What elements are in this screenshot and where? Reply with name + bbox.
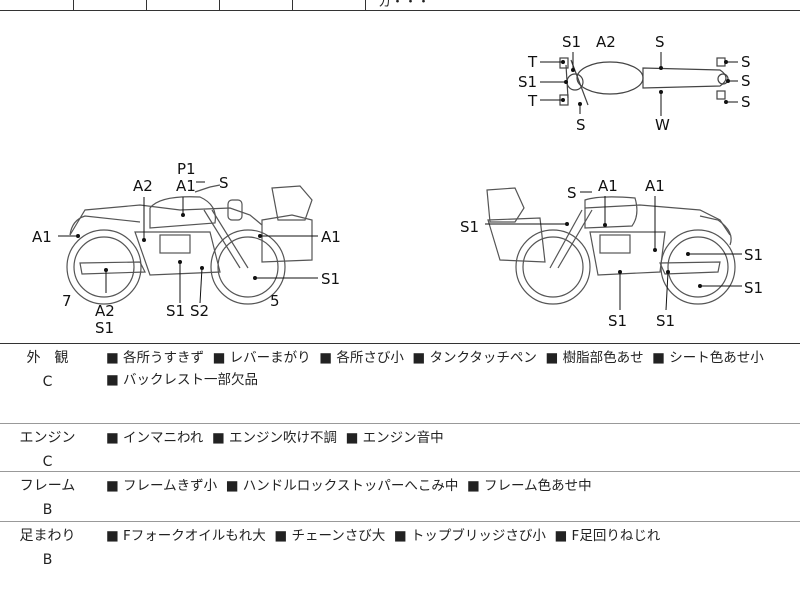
condition-notes: ■ インマニわれ ■ エンジン吹け不調 ■ エンジン音中 (106, 427, 796, 449)
note-item: ■ タンクタッチペン (412, 350, 537, 366)
note-item: ■ エンジン音中 (345, 430, 444, 446)
label-left-A1-left: A1 (32, 228, 52, 246)
condition-notes: ■ 各所うすきず ■ レバーまがり ■ 各所さび小 ■ タンクタッチペン ■ 樹… (106, 347, 796, 391)
note-item: ■ インマニわれ (106, 430, 204, 446)
label-topview-T1: T (527, 53, 538, 71)
right-bike-leaders (485, 191, 742, 311)
top-cell (146, 0, 220, 10)
note-item: ■ レバーまがり (212, 350, 311, 366)
note-item: ■ 樹脂部色あせ (545, 350, 644, 366)
note-item: ■ エンジン吹け不調 (211, 430, 338, 446)
label-left-5: 5 (270, 292, 280, 310)
category-name: エンジン (19, 430, 76, 446)
note-item: ■ フレーム色あせ中 (467, 478, 592, 494)
note-item: ■ 各所うすきず (106, 350, 205, 366)
left-bike-leaders (58, 181, 318, 304)
label-topview-S-top: S (655, 33, 665, 51)
label-left-A2-bottom: A2 (95, 302, 115, 320)
condition-row-engine: エンジン C ■ インマニわれ ■ エンジン吹け不調 ■ エンジン音中 (0, 423, 800, 472)
motorcycle-diagram-svg: S1 A2 S T S1 T S W S S S (32, 33, 763, 337)
label-topview-A2: A2 (596, 33, 616, 51)
category-name: フレーム (19, 478, 76, 494)
label-topview-S-r3: S (741, 93, 751, 111)
left-bike-drawing (66, 184, 313, 305)
condition-row-frame: フレーム B ■ フレームきず小 ■ ハンドルロックストッパーへこみ中 ■ フレ… (0, 471, 800, 522)
label-right-A1-a: A1 (598, 177, 618, 195)
top-cell (0, 0, 74, 10)
category-grade: C (42, 374, 53, 390)
label-topview-S-r1: S (741, 53, 751, 71)
notes-line: ■ Fフォークオイルもれ大 ■ チェーンさび大 ■ トップブリッジさび小 ■ F… (106, 525, 796, 547)
label-left-A2: A2 (133, 177, 153, 195)
category-name: 外 観 (26, 350, 69, 366)
condition-row-exterior: 外 観 C ■ 各所うすきず ■ レバーまがり ■ 各所さび小 ■ タンクタッチ… (0, 343, 800, 424)
label-left-S1-mid: S1 (166, 302, 185, 320)
label-topview-W: W (655, 116, 670, 134)
notes-line: ■ 各所うすきず ■ レバーまがり ■ 各所さび小 ■ タンクタッチペン ■ 樹… (106, 347, 796, 369)
label-left-A1-right: A1 (321, 228, 341, 246)
label-right-S-top: S (567, 184, 577, 202)
label-left-A1-top: A1 (176, 177, 196, 195)
notes-line: ■ バックレスト一部欠品 (106, 369, 796, 391)
note-item: ■ ハンドルロックストッパーへこみ中 (225, 478, 459, 494)
category-cell: 足まわり B (0, 525, 95, 571)
category-cell: フレーム B (0, 475, 95, 521)
note-item: ■ トップブリッジさび小 (393, 528, 546, 544)
category-grade: C (42, 454, 53, 470)
right-bike-drawing (486, 187, 736, 305)
label-topview-S1: S1 (562, 33, 581, 51)
note-item: ■ チェーンさび大 (274, 528, 386, 544)
category-grade: B (42, 552, 53, 568)
label-topview-S1-left: S1 (518, 73, 537, 91)
label-left-P1: P1 (177, 160, 196, 178)
label-right-S1-r1: S1 (744, 246, 763, 264)
label-left-S1-right: S1 (321, 270, 340, 288)
top-cell (292, 0, 366, 10)
note-item: ■ 各所さび小 (319, 350, 404, 366)
label-right-S1-b1: S1 (608, 312, 627, 330)
condition-notes: ■ Fフォークオイルもれ大 ■ チェーンさび大 ■ トップブリッジさび小 ■ F… (106, 525, 796, 547)
note-item: ■ Fフォークオイルもれ大 (106, 528, 266, 544)
damage-diagram: S1 A2 S T S1 T S W S S S (0, 10, 800, 344)
category-cell: 外 観 C (0, 347, 95, 393)
note-item: ■ フレームきず小 (106, 478, 218, 494)
notes-line: ■ インマニわれ ■ エンジン吹け不調 ■ エンジン音中 (106, 427, 796, 449)
right-bike-dots (565, 222, 702, 288)
label-left-S2-mid: S2 (190, 302, 209, 320)
category-grade: B (42, 502, 53, 518)
condition-notes: ■ フレームきず小 ■ ハンドルロックストッパーへこみ中 ■ フレーム色あせ中 (106, 475, 796, 497)
label-right-S1-b2: S1 (656, 312, 675, 330)
topview-bike-drawing (559, 57, 729, 106)
label-topview-T2: T (527, 92, 538, 110)
category-cell: エンジン C (0, 427, 95, 473)
label-topview-S-r2: S (741, 72, 751, 90)
label-topview-S-bottom-left: S (576, 116, 586, 134)
top-cell (219, 0, 293, 10)
note-item: ■ バックレスト一部欠品 (106, 372, 259, 388)
label-right-S1-r2: S1 (744, 279, 763, 297)
topview-leaders (540, 52, 738, 116)
label-right-S1-left: S1 (460, 218, 479, 236)
note-item: ■ シート色あせ小 (652, 350, 764, 366)
condition-row-suspension: 足まわり B ■ Fフォークオイルもれ大 ■ チェーンさび大 ■ トップブリッジ… (0, 521, 800, 600)
category-name: 足まわり (19, 528, 76, 544)
label-left-S-top: S (219, 174, 229, 192)
top-cell (73, 0, 147, 10)
notes-line: ■ フレームきず小 ■ ハンドルロックストッパーへこみ中 ■ フレーム色あせ中 (106, 475, 796, 497)
label-left-S1-bottom: S1 (95, 319, 114, 337)
label-right-A1-b: A1 (645, 177, 665, 195)
top-partial-text: カ・・・ (378, 0, 431, 10)
label-left-7: 7 (62, 292, 72, 310)
top-table-strip: カ・・・ (0, 0, 800, 11)
left-bike-dots (76, 213, 262, 280)
note-item: ■ F足回りねじれ (554, 528, 661, 544)
topview-dots (561, 60, 730, 106)
